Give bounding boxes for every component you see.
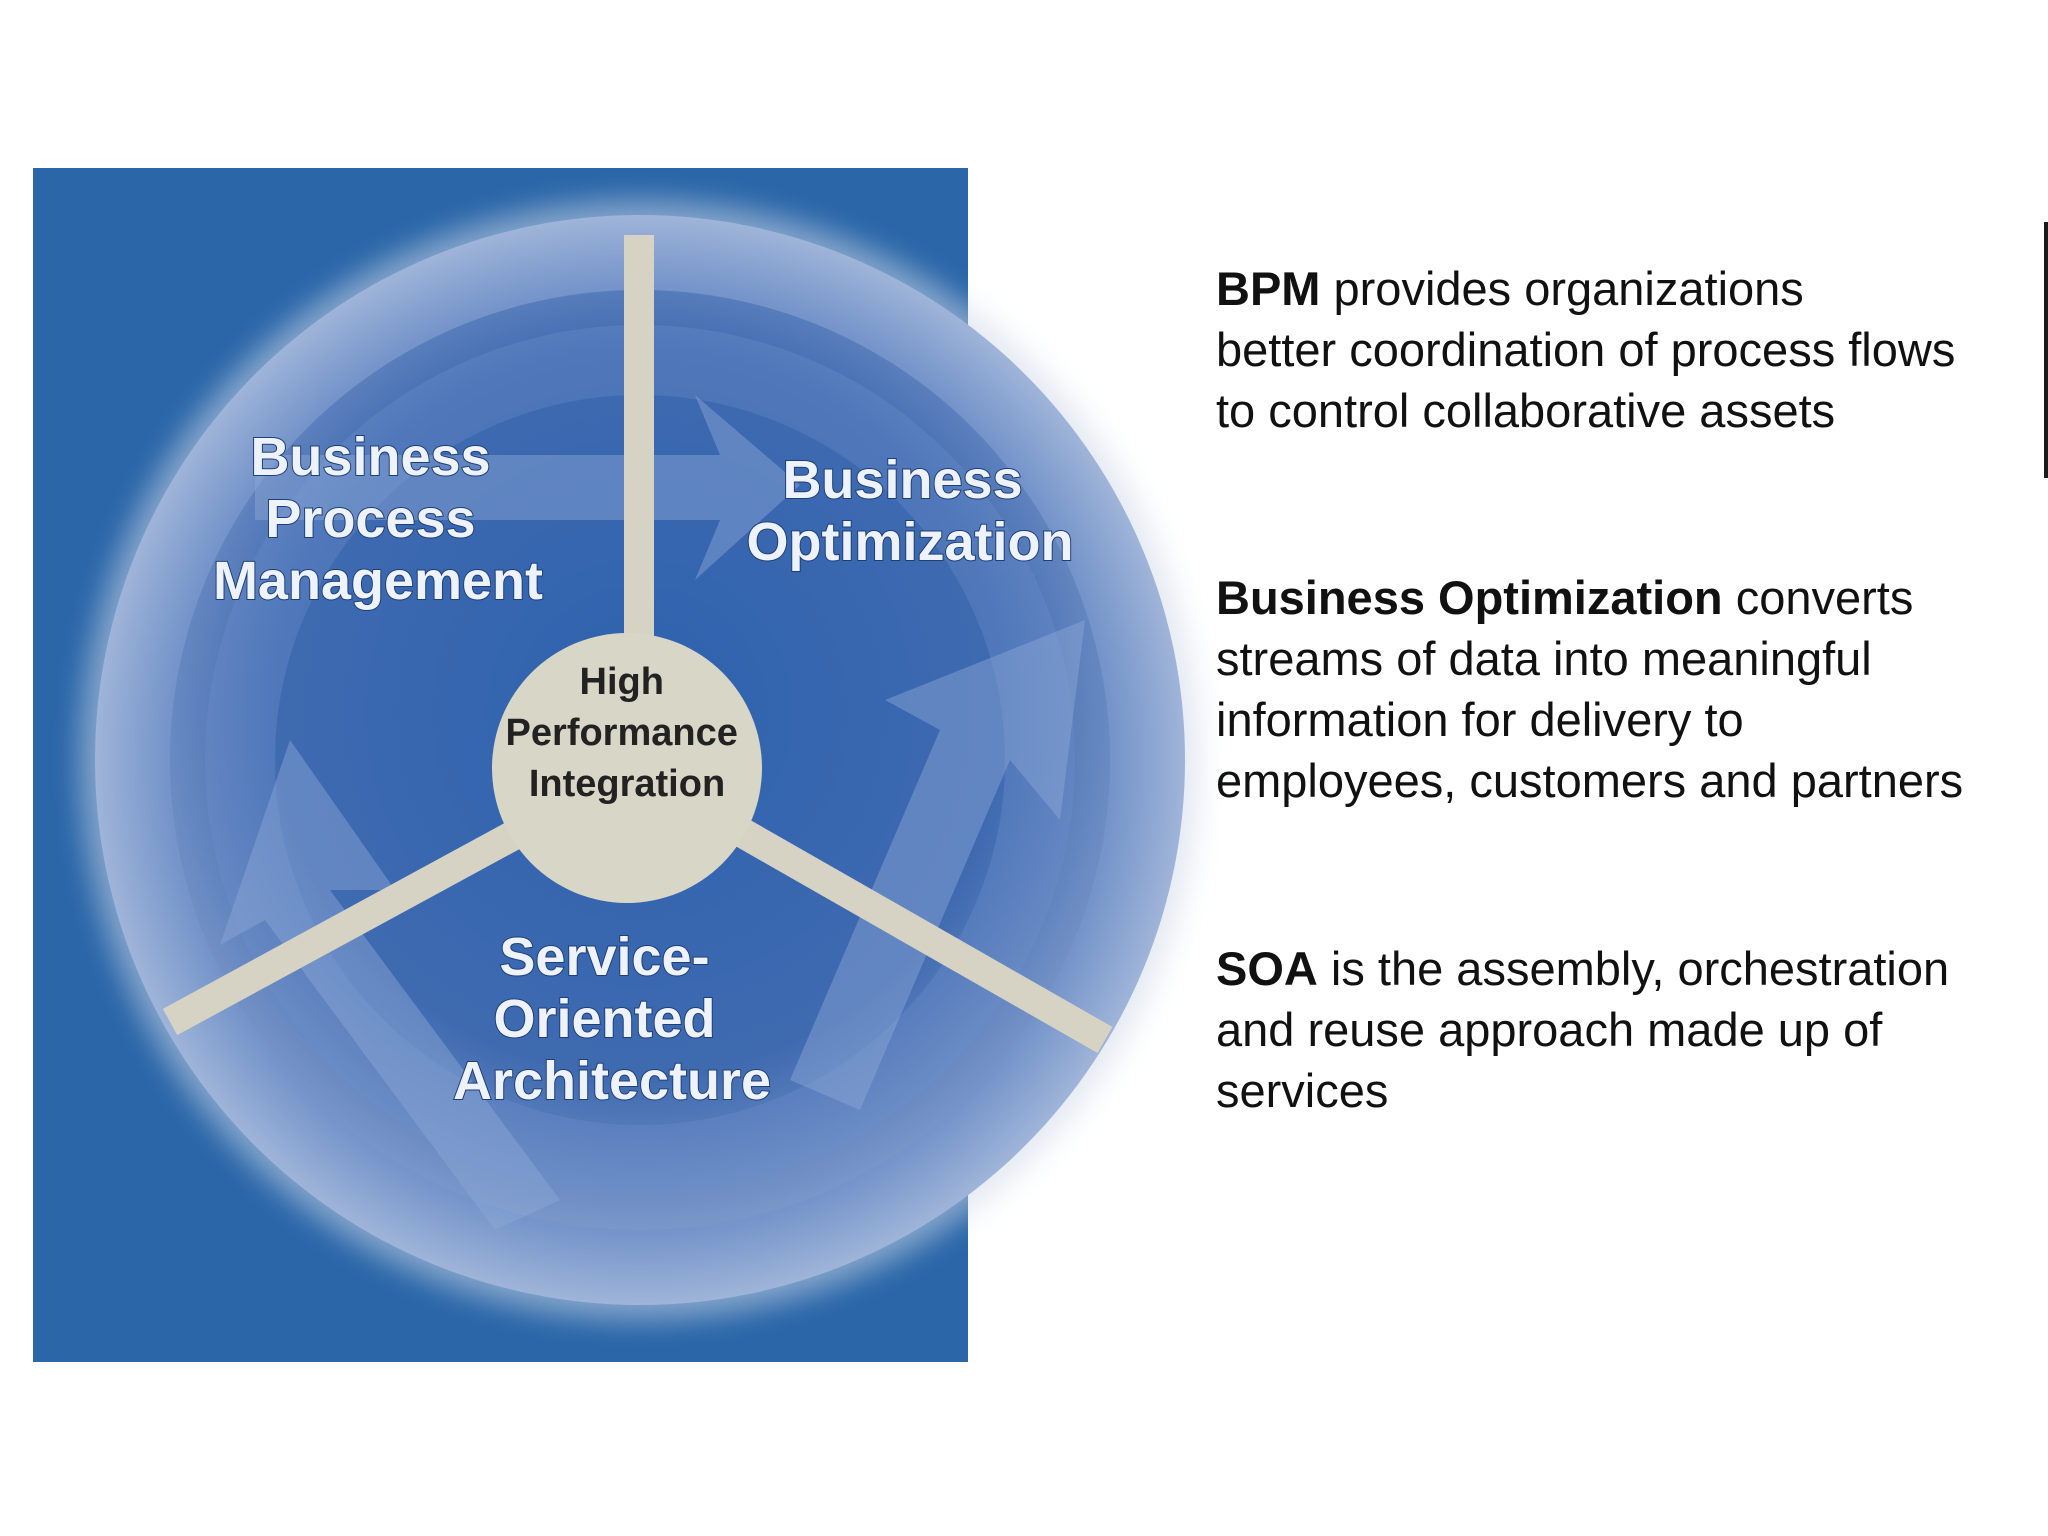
cycle-arrow-right [790, 620, 1085, 1110]
hub-label-line: Integration [529, 763, 725, 805]
description-line: better coordination of process flows [1216, 323, 1956, 376]
segment-label-line: Optimization [747, 512, 1074, 572]
hub-label-line: Performance [506, 712, 738, 754]
description-line: BPM provides organizations [1216, 258, 1955, 319]
spoke-left [162, 796, 568, 1036]
description-business-optimization: Business Optimization converts streams o… [1216, 567, 1963, 811]
segment-label-line: Management [213, 551, 543, 611]
segment-label-line: Architecture [453, 1051, 771, 1111]
description-line: information for delivery to [1216, 693, 1744, 746]
description-lead: BPM [1216, 262, 1321, 315]
edge-mark [2044, 222, 2048, 478]
description-line: Business Optimization converts [1216, 567, 1963, 628]
segment-label-bpm: Business Process Management [213, 427, 543, 611]
segment-label-soa: Service- Oriented Architecture [453, 927, 771, 1111]
spoke-right [712, 806, 1113, 1054]
segment-label-line: Oriented [493, 989, 715, 1049]
description-line: to control collaborative assets [1216, 384, 1836, 437]
segment-label-line: Business [250, 427, 490, 487]
cycle-arrow-top [255, 395, 800, 580]
spoke-top [624, 235, 654, 695]
description-line: employees, customers and partners [1216, 754, 1964, 807]
description-text: is the assembly, orchestration [1317, 942, 1950, 995]
segment-label-line: Process [265, 489, 475, 549]
description-bpm: BPM provides organizations better coordi… [1216, 258, 1955, 441]
description-lead: Business Optimization [1216, 571, 1723, 624]
hub-label: High Performance Integration [506, 661, 749, 805]
description-lead: SOA [1216, 942, 1318, 995]
description-text: converts [1722, 571, 1914, 624]
cycle-diagram: High Performance Integration Business Pr… [33, 168, 1200, 1362]
description-line: streams of data into meaningful [1216, 632, 1872, 685]
description-text: provides organizations [1320, 262, 1804, 315]
hub-circle [492, 633, 762, 903]
description-line: services [1216, 1064, 1389, 1117]
description-soa: SOA is the assembly, orchestration and r… [1216, 938, 1949, 1121]
description-line: and reuse approach made up of [1216, 1003, 1883, 1056]
description-line: SOA is the assembly, orchestration [1216, 938, 1949, 999]
hub-label-line: High [580, 661, 664, 703]
segment-label-line: Service- [499, 927, 709, 987]
segment-label-line: Business [782, 450, 1022, 510]
cycle-arrow-left [220, 740, 560, 1230]
segment-label-bo: Business Optimization [747, 450, 1074, 572]
